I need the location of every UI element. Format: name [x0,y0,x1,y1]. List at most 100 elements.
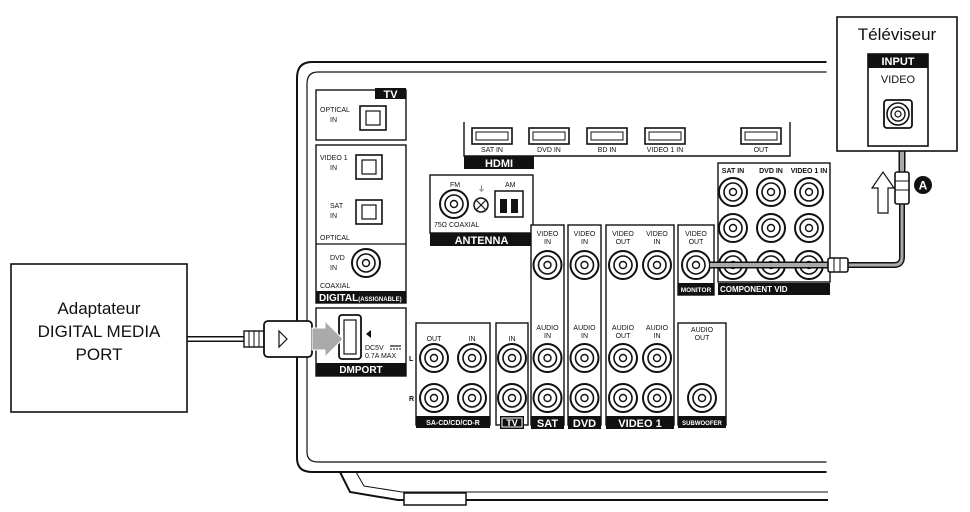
dvd-bar-label: DVD [573,418,596,430]
hdmi-bar-label: HDMI [485,158,513,170]
hdmi-video1-label: VIDEO 1 IN [647,147,684,154]
subwoofer-audio-out-label2: OUT [695,335,711,342]
component-video1-y-jack[interactable] [794,177,824,207]
dmport-spec-line2: 0.7A MAX [365,353,396,360]
sacd-r-label: R [409,396,414,403]
video1-video-in-label2: IN [654,239,661,246]
dvd-video-in-jack[interactable] [569,250,600,280]
video1-video-in-label: VIDEO [646,231,668,238]
monitor-video-out-jack[interactable] [681,250,711,280]
dmport-section: DC5V 0.7A MAX DMPORT [315,307,407,377]
sat-video-in-jack[interactable] [532,250,563,280]
sat-video-label: VIDEO [537,231,559,238]
antenna-coaxial-label: 75Ω COAXIAL [434,222,479,229]
subwoofer-bar-label: SUBWOOFER [682,421,722,427]
dvd-video-label2: IN [581,239,588,246]
dvd-audio-r-jack[interactable] [569,383,600,413]
dvd-audio-label2: IN [581,333,588,340]
sacd-out-label: OUT [427,336,443,343]
tv-video-input-jack[interactable] [883,99,913,129]
dvd-video-label: VIDEO [574,231,596,238]
tv-audio-in-label: IN [509,336,516,343]
monitor-section: VIDEO OUT MONITOR [677,224,715,296]
component-sat-y-jack[interactable] [718,177,748,207]
tv-box: Téléviseur INPUT VIDEO [836,16,958,152]
subwoofer-out-jack[interactable] [687,383,717,413]
tv-input-video-label: VIDEO [881,74,916,86]
callout-a: A [919,179,928,193]
subwoofer-section: AUDIO OUT SUBWOOFER [677,322,727,428]
sat-audio-label: AUDIO [536,325,559,332]
sat-in-label: SAT [330,203,344,210]
sacd-l-label: L [409,356,414,363]
tv-audio-l-jack[interactable] [497,343,527,373]
sat-bar-label: SAT [537,418,558,430]
sacd-out-r-jack[interactable] [419,383,449,413]
cable-plug-tv [894,171,910,205]
antenna-section: FM 75Ω COAXIAL ⏚ AM ANTENNA [429,174,534,247]
video1-audio-out-r-jack[interactable] [608,383,638,413]
tv-audio-bar-label: TV [506,418,518,428]
component-dvd-label: DVD IN [759,168,783,175]
am-terminal[interactable] [494,190,524,218]
antenna-bar-label: ANTENNA [455,235,509,247]
sat-audio-label2: IN [544,333,551,340]
video1-video-in-jack[interactable] [642,250,672,280]
tv-optical-section: TV OPTICAL IN [315,88,407,141]
dvd-in-label: DVD [330,255,345,262]
monitor-video-out-label: VIDEO [685,231,707,238]
video1-audio-out-l-jack[interactable] [608,343,638,373]
sacd-in-r-jack[interactable] [457,383,487,413]
component-dvd-y-jack[interactable] [756,177,786,207]
dmport-spec-line1: DC5V [365,345,384,352]
hdmi-section: HDMI SAT IN DVD IN BD IN VIDEO 1 IN OUT [463,122,791,170]
tv-audio-section: IN TV [495,322,529,429]
video1-audio-in-r-jack[interactable] [642,383,672,413]
video1-in-label: VIDEO 1 [320,155,348,162]
svg-text:⏚: ⏚ [478,185,485,193]
sat-audio-l-jack[interactable] [532,343,563,373]
dmport-bar-label: DMPORT [339,365,382,376]
video1-video-out-label: VIDEO [612,231,634,238]
connect-arrow [870,170,896,214]
coaxial-label: COAXIAL [320,283,350,290]
hdmi-port-bd[interactable] [586,127,628,145]
video1-video-out-label2: OUT [616,239,632,246]
dvd-coaxial-jack[interactable] [351,248,381,278]
sacd-in-l-jack[interactable] [457,343,487,373]
monitor-video-out-label2: OUT [689,239,705,246]
hdmi-port-video1[interactable] [644,127,686,145]
video1-audio-in-label: AUDIO [646,325,669,332]
sat-section: VIDEO IN AUDIO IN SAT [530,224,565,430]
digital-bar-sub: (ASSIGNABLE) [358,297,401,303]
subwoofer-audio-out-label: AUDIO [691,327,714,334]
dvd-section: VIDEO IN AUDIO IN DVD [567,224,602,430]
video1-audio-in-label2: IN [654,333,661,340]
component-dvd-pb-jack[interactable] [756,213,786,243]
sat-audio-r-jack[interactable] [532,383,563,413]
svg-text:DIGITAL(ASSIGNABLE): DIGITAL(ASSIGNABLE) [319,293,402,304]
hdmi-port-sat[interactable] [471,127,513,145]
antenna-am-label: AM [505,182,516,189]
component-sat-pb-jack[interactable] [718,213,748,243]
sacd-out-l-jack[interactable] [419,343,449,373]
video1-section: VIDEO OUT VIDEO IN AUDIO OUT AUDIO IN VI… [605,224,675,430]
hdmi-port-out[interactable] [740,127,782,145]
tv-audio-r-jack[interactable] [497,383,527,413]
hdmi-port-dvd[interactable] [528,127,570,145]
dvd-audio-l-jack[interactable] [569,343,600,373]
cable-plug-receiver [827,257,849,273]
tv-title: Téléviseur [858,25,937,44]
optical-in-label: IN [330,117,337,124]
adapter-line-1: Adaptateur [57,299,141,318]
video1-video-out-jack[interactable] [608,250,638,280]
video1-audio-in-l-jack[interactable] [642,343,672,373]
sacd-section: OUT IN L R SA-CD/CD/CD-R [409,322,491,428]
tv-section-header: TV [383,89,398,101]
dvd-audio-label: AUDIO [573,325,596,332]
component-video1-pb-jack[interactable] [794,213,824,243]
dmport-plug [263,320,313,358]
fm-coaxial-jack[interactable] [439,189,469,219]
